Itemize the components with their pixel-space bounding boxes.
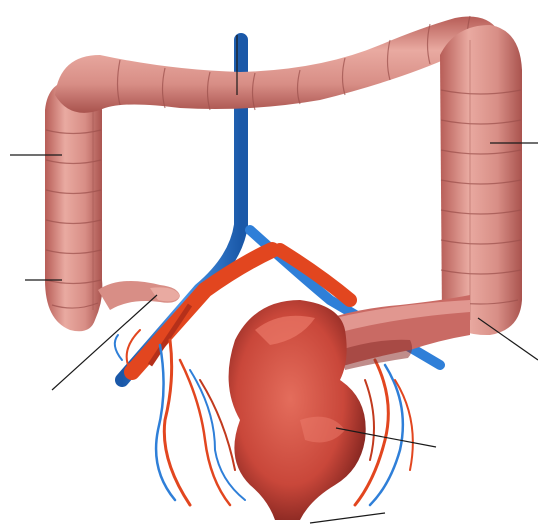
descending-colon [440, 25, 522, 335]
ascending-colon [45, 80, 102, 331]
appendix [98, 281, 180, 310]
rectum [229, 300, 366, 520]
leader-line-anal-canal [310, 513, 385, 523]
